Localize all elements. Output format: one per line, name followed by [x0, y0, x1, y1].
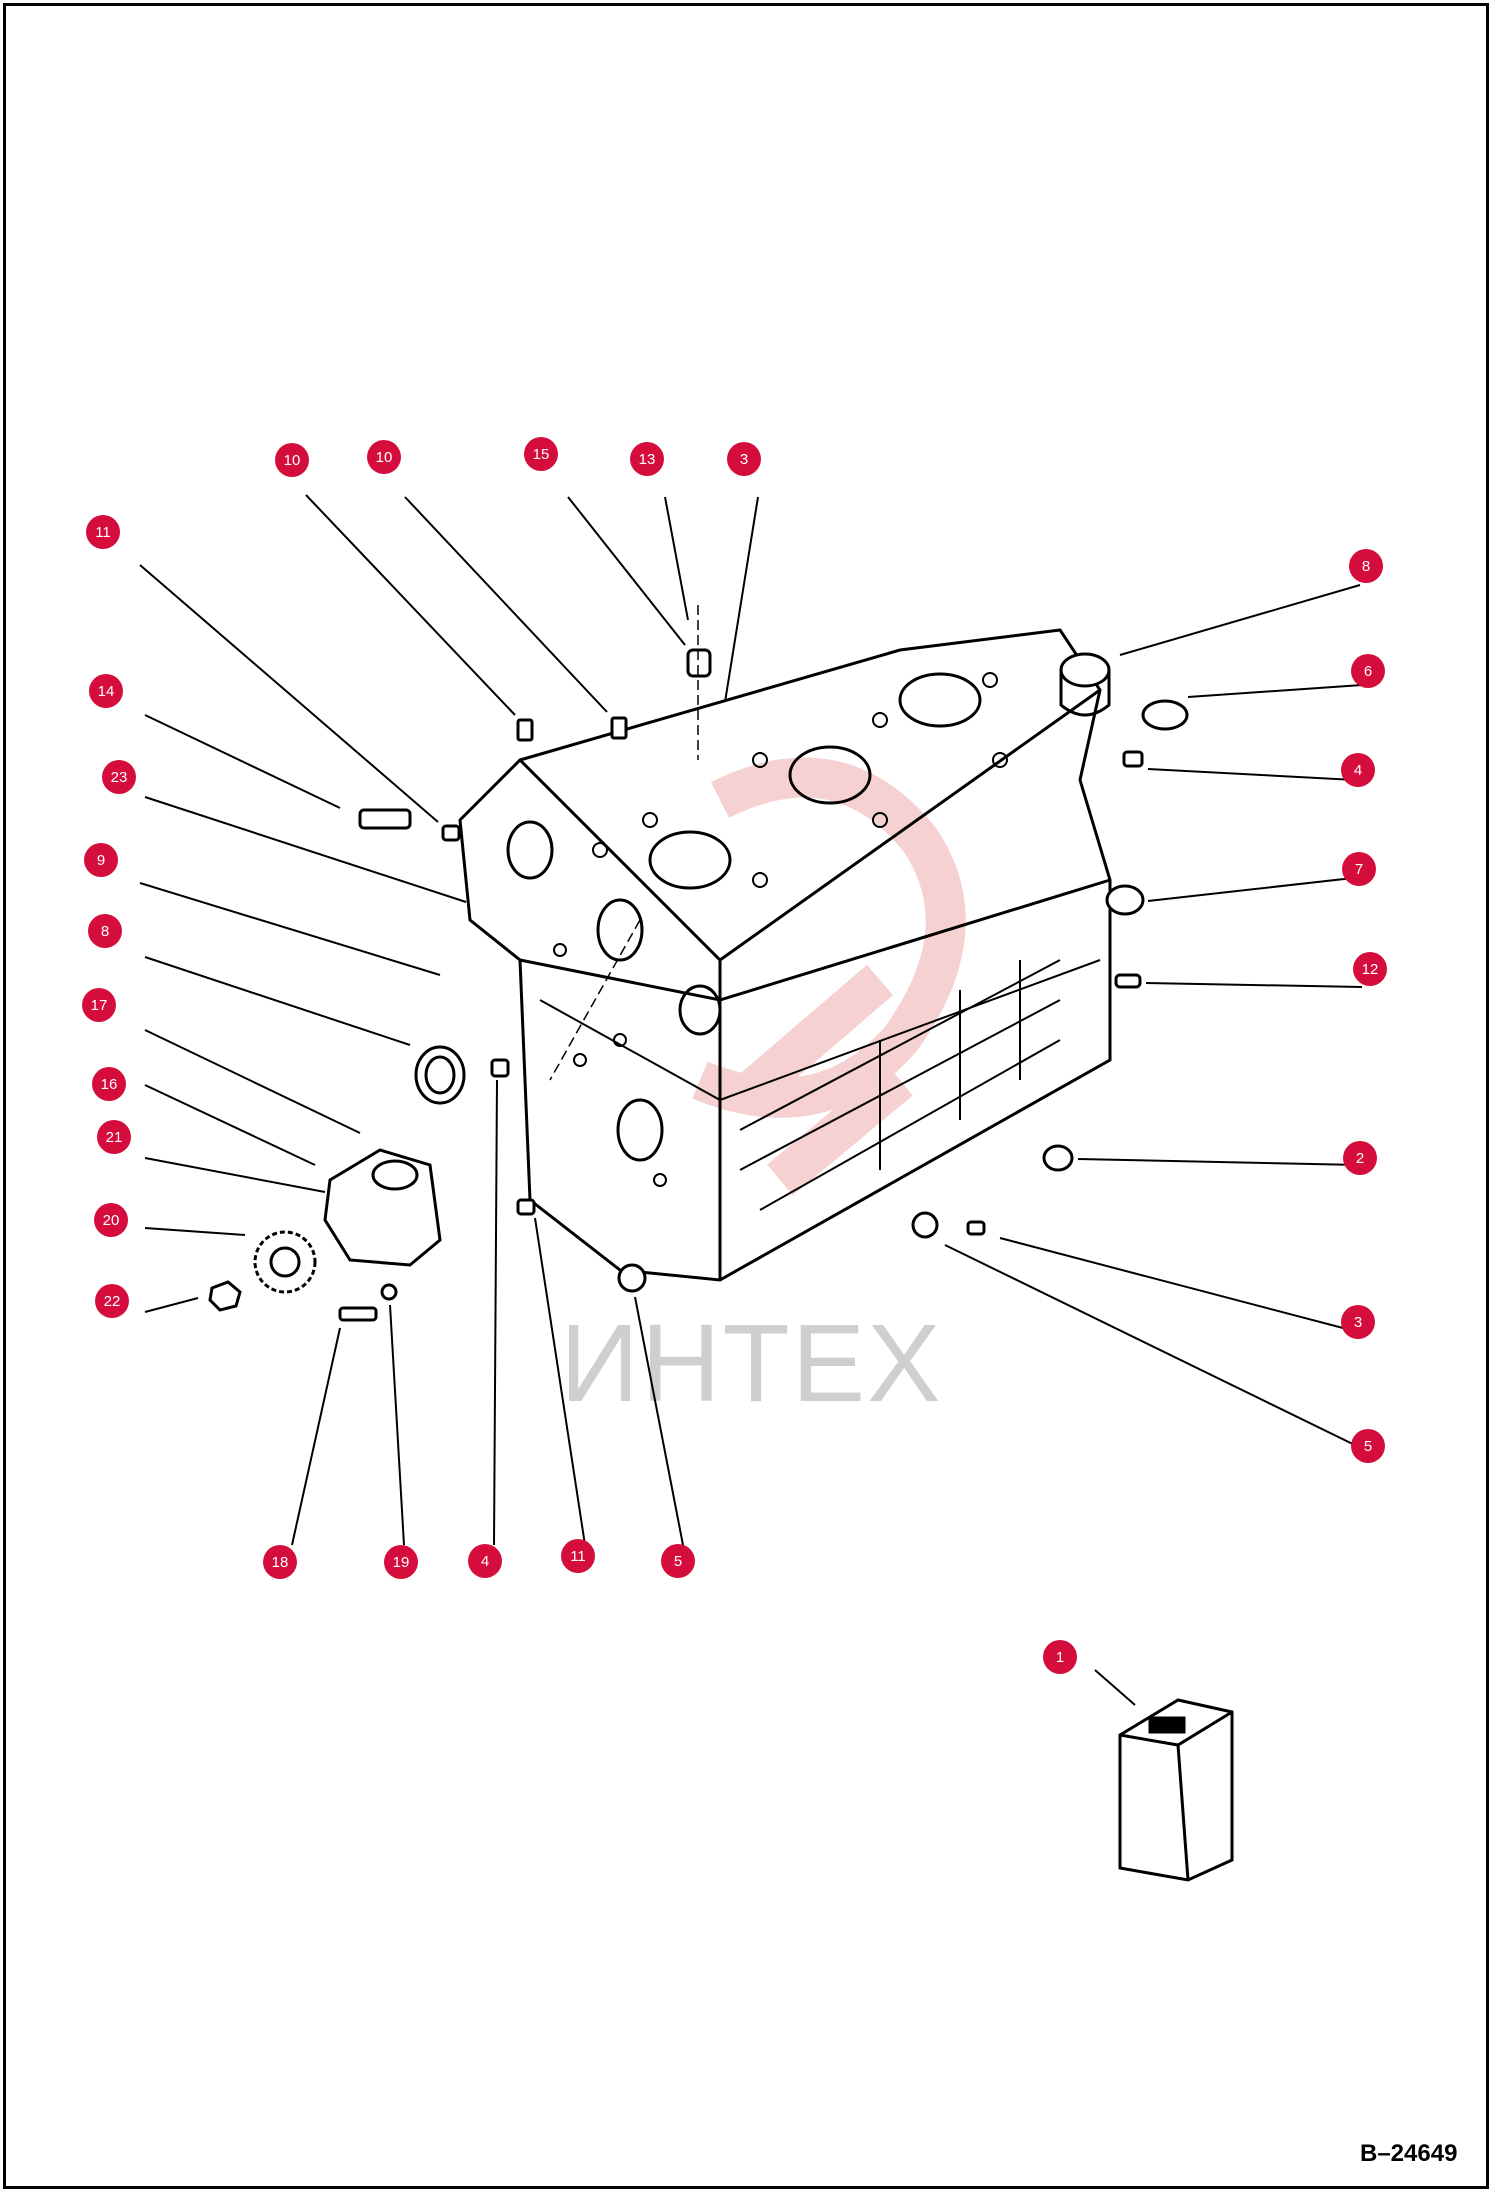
callout-23: 23	[102, 760, 136, 794]
callout-15: 15	[524, 437, 558, 471]
callout-12: 12	[1353, 952, 1387, 986]
callout-3-right: 3	[1341, 1305, 1375, 1339]
callout-18: 18	[263, 1545, 297, 1579]
callout-2: 2	[1343, 1141, 1377, 1175]
callout-8-right: 8	[1349, 549, 1383, 583]
callout-4-right: 4	[1341, 753, 1375, 787]
callout-19: 19	[384, 1545, 418, 1579]
alignment-lines	[549, 605, 699, 1081]
callout-11-top: 11	[86, 515, 120, 549]
callout-11-bottom: 11	[561, 1539, 595, 1573]
callout-3-top: 3	[727, 442, 761, 476]
callout-13: 13	[630, 442, 664, 476]
callout-1: 1	[1043, 1640, 1077, 1674]
callout-7: 7	[1342, 852, 1376, 886]
callout-8-left: 8	[88, 914, 122, 948]
watermark: ИНТЕХ	[560, 1302, 943, 1425]
callout-20: 20	[94, 1203, 128, 1237]
callout-22: 22	[95, 1284, 129, 1318]
watermark-emblem	[692, 757, 966, 1196]
parts	[208, 648, 1234, 1882]
callout-9: 9	[84, 843, 118, 877]
callout-21: 21	[97, 1120, 131, 1154]
callout-6: 6	[1351, 654, 1385, 688]
drawing-code: B–24649	[1360, 2140, 1458, 2167]
callout-10-left: 10	[275, 443, 309, 477]
engine-block	[458, 628, 1112, 1282]
callout-10-right: 10	[367, 440, 401, 474]
leader-lines	[139, 494, 1366, 1706]
callout-4-bottom: 4	[468, 1544, 502, 1578]
callout-17: 17	[82, 988, 116, 1022]
callout-5-bottom: 5	[661, 1544, 695, 1578]
callout-5-right: 5	[1351, 1429, 1385, 1463]
callout-14: 14	[89, 674, 123, 708]
callout-16: 16	[92, 1067, 126, 1101]
